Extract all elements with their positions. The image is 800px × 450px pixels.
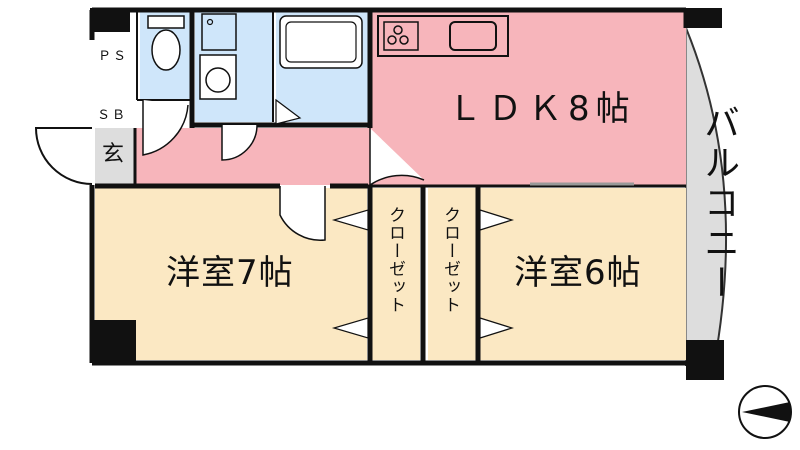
sb-label: ＳＢ — [97, 108, 128, 123]
genkan-label: 玄 — [102, 142, 125, 167]
stove-icon — [393, 25, 403, 35]
pillar — [90, 8, 130, 32]
ldk-label: ＬＤＫ8帖 — [448, 89, 636, 129]
bath-door — [275, 98, 302, 125]
bathtub-icon — [279, 15, 363, 69]
washing-machine — [201, 13, 237, 51]
toilet-icon — [151, 29, 181, 71]
washroom-door — [221, 124, 258, 161]
kitchen-counter — [377, 15, 509, 57]
closet-doors — [331, 209, 515, 339]
walls — [89, 7, 689, 366]
closet-right-label: クローゼット — [440, 206, 460, 314]
pillar — [92, 320, 136, 364]
closet-left-floor — [372, 188, 420, 360]
balcony-label: バルコニー — [698, 104, 739, 304]
toilet-door — [142, 100, 189, 156]
western-left-door — [279, 186, 326, 241]
genkan-floor — [95, 128, 135, 185]
closet-right-floor — [428, 188, 476, 360]
western-left-label: 洋室7帖 — [166, 253, 294, 293]
ldk-floor — [370, 12, 686, 185]
sb-box — [93, 103, 133, 128]
sink-icon — [449, 21, 497, 51]
ps-label: ＰＳ — [98, 49, 129, 64]
ldk-door — [369, 128, 425, 187]
pillar — [686, 340, 724, 380]
western-right-label: 洋室6帖 — [514, 253, 642, 293]
closet-left-label: クローゼット — [385, 206, 405, 314]
ps-box — [93, 40, 133, 80]
western-right-floor — [480, 188, 686, 360]
north-arrow-icon — [738, 385, 792, 439]
pillar — [686, 8, 722, 28]
entrance-door — [34, 127, 93, 185]
toilet-tank — [147, 15, 185, 29]
